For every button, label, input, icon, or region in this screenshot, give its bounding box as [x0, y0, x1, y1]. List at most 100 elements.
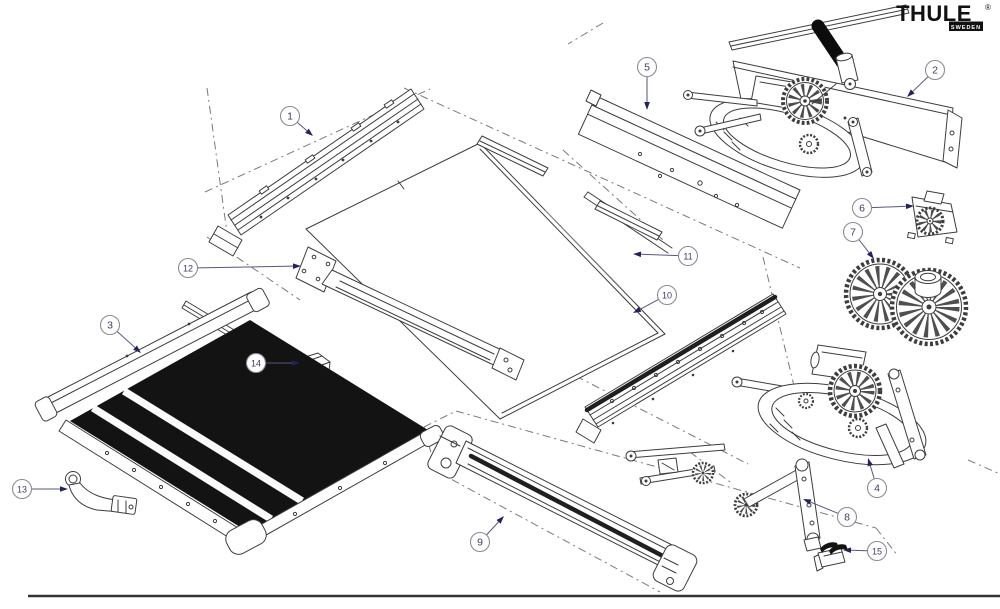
part-10-front-mounting-rail — [575, 293, 787, 444]
registered-mark: ® — [985, 3, 991, 12]
small-gear — [691, 461, 715, 485]
callout-number: 7 — [850, 227, 856, 239]
callout-circle — [842, 221, 864, 243]
leader-line — [197, 265, 294, 269]
callout-number: 9 — [477, 537, 483, 549]
part-13-crank-hook — [65, 471, 138, 515]
callout-number: 15 — [872, 547, 882, 557]
part-11-cover-panel — [305, 135, 666, 420]
leader-arrow-icon — [867, 458, 873, 467]
leader-arrow-icon — [60, 486, 68, 492]
callout-number: 4 — [874, 483, 880, 495]
callout-number: 12 — [183, 264, 193, 274]
callout-number: 8 — [844, 512, 850, 524]
leader-line — [640, 253, 679, 257]
callout-number: 10 — [662, 291, 672, 301]
leader-arrow-icon — [292, 360, 300, 366]
part-4-drive-assembly — [731, 344, 927, 469]
leader-arrow-icon — [905, 203, 914, 210]
leader-line — [296, 121, 308, 132]
upper-main-gear — [781, 77, 829, 125]
leader-arrow-icon — [803, 499, 812, 505]
crank-handle — [811, 19, 859, 90]
hatch-marks — [769, 407, 801, 441]
leader-arrow-icon — [907, 89, 915, 97]
part-12-side-bracket — [295, 246, 525, 381]
callout-4-drive-assembly: 4 — [866, 458, 888, 499]
leader-line — [869, 465, 875, 480]
leader-line — [912, 76, 929, 92]
part-8-pivot-arm — [733, 458, 822, 552]
leader-arrow-icon — [305, 128, 313, 136]
leader-arrow-icon — [133, 345, 141, 353]
upper-small-gear — [798, 133, 820, 155]
callout-number: 3 — [107, 320, 113, 332]
leader-arrow-icon — [866, 250, 874, 259]
callout-3-step-platform: 3 — [99, 314, 141, 353]
part-3-step-platform — [34, 287, 445, 555]
end-cap — [225, 519, 267, 555]
callout-circle — [836, 506, 858, 528]
channel-holes — [637, 151, 740, 208]
rail-rivets — [259, 120, 400, 219]
leader-line — [858, 239, 870, 253]
part-15-retainer-clip — [813, 542, 848, 572]
small-gear — [797, 392, 815, 410]
callout-1-rear-mounting-rail: 1 — [279, 105, 313, 136]
logo-tagline-box — [949, 21, 983, 31]
callout-circle — [851, 197, 873, 219]
callout-circle — [866, 477, 888, 499]
callout-circle — [924, 59, 946, 81]
leader-line — [871, 205, 907, 209]
callout-12-side-bracket: 12 — [177, 257, 301, 279]
leader-arrow-icon — [843, 547, 852, 554]
callout-14-clip: 14 — [245, 352, 300, 374]
callout-2-crank-guide-channel: 2 — [907, 59, 946, 97]
callout-5-support-channel: 5 — [636, 56, 658, 110]
callout-circle — [677, 245, 699, 267]
callout-13-crank-hook: 13 — [11, 478, 68, 500]
callout-number: 11 — [683, 252, 692, 262]
callout-circle — [11, 478, 33, 500]
part-7-gear-wheels — [843, 257, 969, 347]
leader-line — [116, 330, 136, 349]
leader-arrow-icon — [496, 516, 504, 524]
callout-circle — [469, 531, 491, 553]
callout-10-front-mounting-rail: 10 — [633, 284, 678, 313]
part-6-motor — [907, 190, 958, 245]
callout-7-gear-wheels: 7 — [842, 221, 874, 259]
callout-circle — [636, 56, 658, 78]
short-link — [875, 423, 905, 469]
callout-6-motor: 6 — [851, 197, 914, 219]
callout-8-pivot-arm: 8 — [803, 499, 858, 528]
rail-rivets-lower — [611, 349, 735, 425]
callout-circle — [656, 284, 678, 306]
callout-circle — [279, 105, 301, 127]
callout-circle — [245, 352, 267, 374]
scissor-arm-pair — [625, 443, 726, 486]
leader-arrow-icon — [644, 102, 650, 110]
part-9-front-trim-rail — [427, 425, 698, 592]
upper-drive-assembly — [683, 19, 873, 178]
main-gear — [827, 363, 883, 419]
tread-surface — [70, 320, 428, 532]
part-5-support-channel — [577, 89, 801, 254]
part-1-rear-mounting-rail — [208, 88, 425, 257]
callout-circle — [866, 540, 888, 562]
callout-9-front-trim-rail: 9 — [469, 516, 504, 553]
end-cap — [419, 425, 445, 447]
callout-number: 6 — [859, 203, 865, 215]
leader-arrow-icon — [633, 251, 642, 258]
gear-hub-cylinder — [914, 270, 942, 298]
small-gear — [847, 417, 869, 439]
leader-line — [810, 501, 839, 514]
callout-circle — [177, 257, 199, 279]
rail-rivets — [609, 309, 765, 404]
leader-arrow-icon — [292, 263, 301, 269]
leader-arrow-icon — [633, 306, 642, 313]
callout-number: 1 — [287, 111, 293, 123]
callout-number: 5 — [644, 62, 650, 74]
